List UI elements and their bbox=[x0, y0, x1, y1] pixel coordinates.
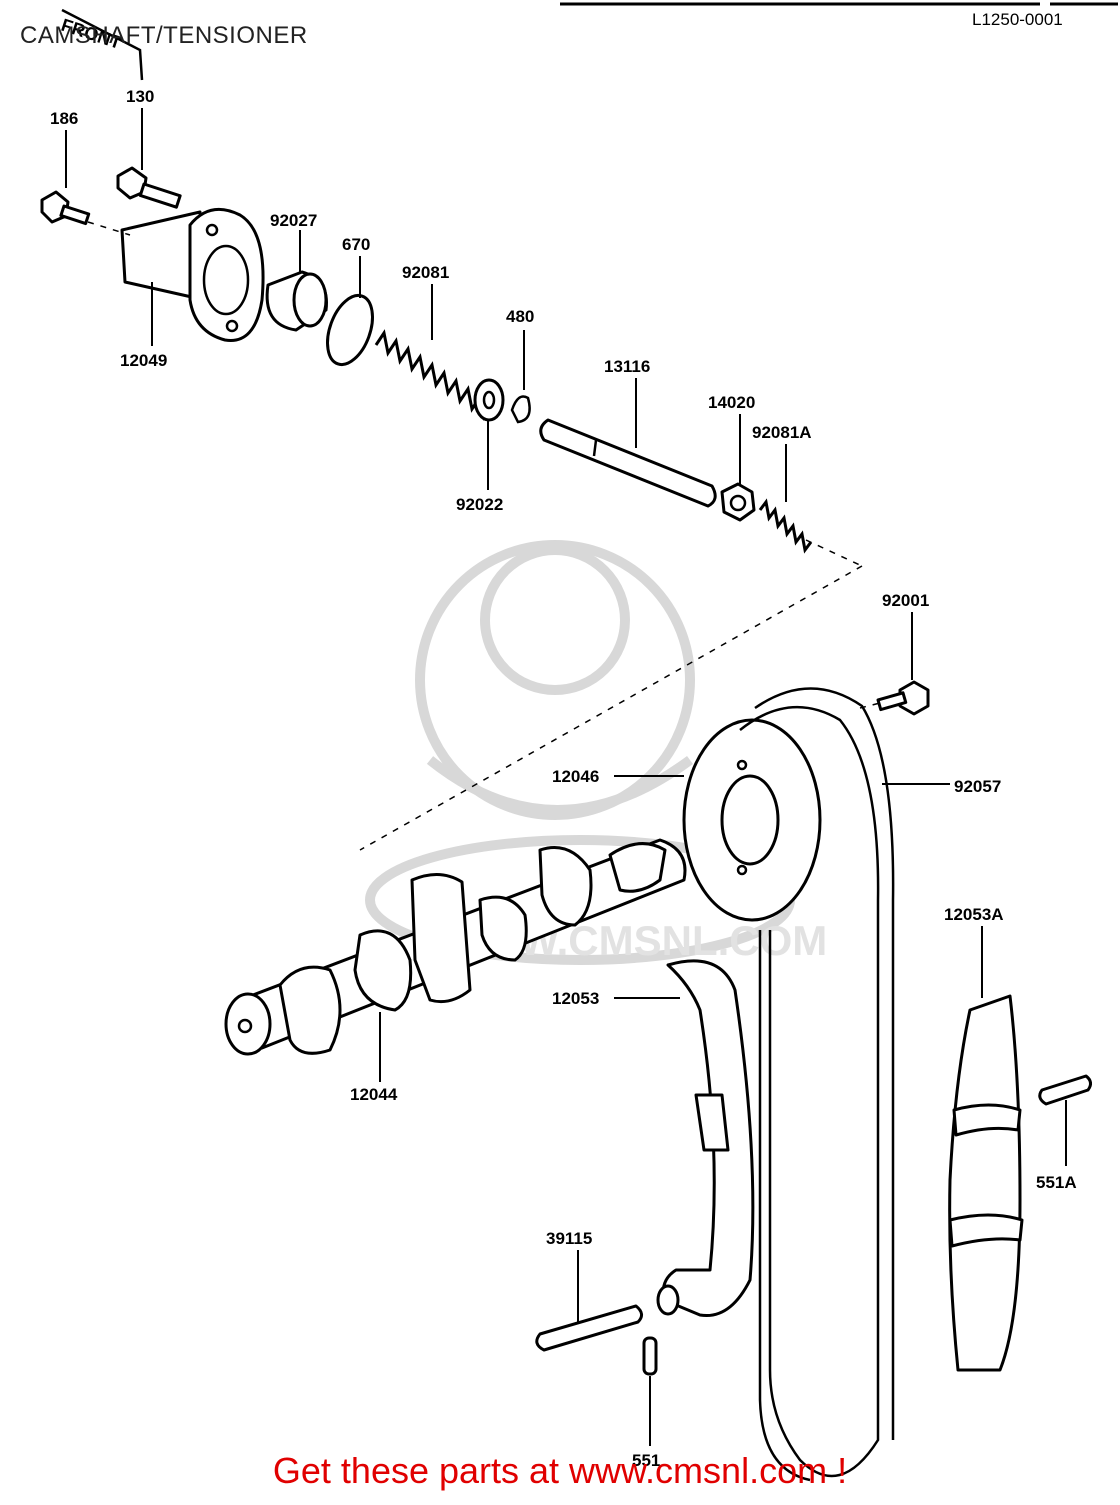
pin-39115 bbox=[535, 1304, 643, 1352]
callout-12053: 12053 bbox=[552, 989, 599, 1008]
callout-92057: 92057 bbox=[954, 777, 1001, 796]
callout-14020: 14020 bbox=[708, 393, 755, 412]
front-marker-arrow bbox=[61, 8, 144, 81]
callout-551: 551 bbox=[632, 1451, 660, 1470]
bolt-186 bbox=[40, 190, 91, 226]
drawing-code: L1250-0001 bbox=[972, 10, 1063, 29]
sprocket-12046 bbox=[682, 718, 822, 922]
cap-92027 bbox=[265, 270, 328, 332]
rod-13116 bbox=[539, 418, 717, 508]
callout-92022: 92022 bbox=[456, 495, 503, 514]
clip-480 bbox=[510, 395, 531, 424]
callout-186: 186 bbox=[50, 109, 78, 128]
callout-92081a: 92081A bbox=[752, 423, 812, 442]
callout-12049: 12049 bbox=[120, 351, 167, 370]
chain-guide-12053a bbox=[948, 994, 1024, 1372]
washer-92022 bbox=[473, 378, 505, 422]
leader-lines bbox=[65, 108, 1067, 1446]
callout-92027: 92027 bbox=[270, 211, 317, 230]
callout-670: 670 bbox=[342, 235, 370, 254]
pin-551 bbox=[642, 1336, 658, 1376]
chain-92057 bbox=[739, 687, 895, 1482]
assembly-line-tensioner-b bbox=[359, 565, 863, 851]
callout-labels: 186 130 12049 92027 670 92081 480 13116 … bbox=[50, 87, 1077, 1470]
camshaft-12044 bbox=[224, 838, 687, 1056]
tensioner-body-12049 bbox=[120, 207, 265, 342]
callout-12053a: 12053A bbox=[944, 905, 1004, 924]
callout-12044: 12044 bbox=[350, 1085, 398, 1104]
callout-130: 130 bbox=[126, 87, 154, 106]
callout-12046: 12046 bbox=[552, 767, 599, 786]
spring-92081 bbox=[374, 329, 494, 421]
callout-13116: 13116 bbox=[604, 357, 650, 376]
footer-link[interactable]: Get these parts at www.cmsnl.com ! bbox=[272, 1450, 848, 1491]
callout-551a: 551A bbox=[1036, 1173, 1077, 1192]
nut-14020 bbox=[720, 482, 756, 522]
callout-92081: 92081 bbox=[402, 263, 449, 282]
assembly-line-tensioner-a bbox=[805, 539, 863, 567]
chain-guide-12053 bbox=[656, 959, 755, 1318]
bolt-130 bbox=[116, 166, 182, 209]
callout-39115: 39115 bbox=[546, 1229, 592, 1248]
diagram-title: CAMSHAFT/TENSIONER bbox=[20, 22, 308, 49]
bolt-92001 bbox=[876, 680, 930, 716]
pin-551a bbox=[1038, 1074, 1093, 1106]
o-ring-670 bbox=[326, 293, 374, 367]
spring-92081a bbox=[758, 498, 813, 554]
callout-480: 480 bbox=[506, 307, 534, 326]
callout-92001: 92001 bbox=[882, 591, 929, 610]
